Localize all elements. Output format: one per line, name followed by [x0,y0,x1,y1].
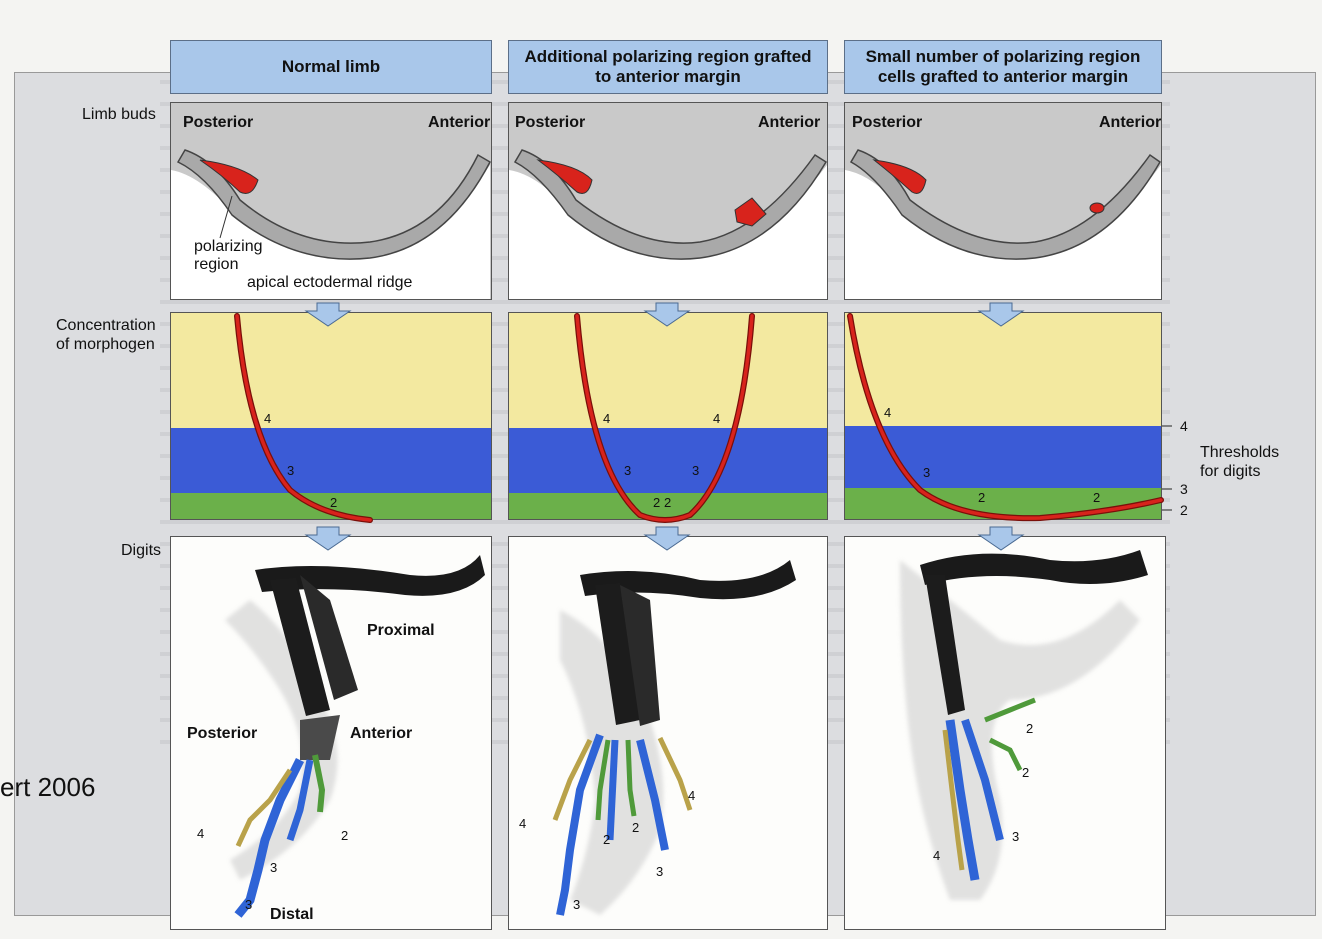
curve-label: 4 [603,411,610,426]
digit-label: 2 [341,828,348,843]
curve-label: 4 [713,411,720,426]
limb-bud-small [845,150,1161,299]
citation-label: ert 2006 [0,772,95,802]
digit-label: 2 [632,820,639,835]
curve-label: 2 [1093,490,1100,505]
apical-ridge-label: apical ectodermal ridge [247,274,412,292]
threshold-tick: 2 [1180,502,1188,518]
anterior-label-col3: Anterior [1099,114,1161,132]
posterior-label-col3: Posterior [852,114,922,132]
curve-label: 3 [692,463,699,478]
curve-label: 2 [653,495,660,510]
morphogen-curve-small [850,316,1161,518]
proximal-label: Proximal [367,622,435,640]
digit-label: 3 [1012,829,1019,844]
down-arrow-icon [979,303,1023,326]
polarizing-region-label: polarizing region [194,238,274,274]
curve-label: 3 [624,463,631,478]
digit-label: 2 [1022,765,1029,780]
curve-label: 2 [330,495,337,510]
digit-label: 4 [519,816,526,831]
anterior-label-col1: Anterior [428,114,490,132]
digit-label: 2 [1026,721,1033,736]
curve-label: 2 [664,495,671,510]
digit-label: 4 [197,826,204,841]
distal-label: Distal [270,906,314,924]
limb-bud-additional [509,150,827,299]
digit-label: 3 [573,897,580,912]
threshold-tick: 4 [1180,418,1188,434]
anterior-label-digits: Anterior [350,725,412,743]
down-arrow-icon [306,527,350,550]
posterior-label-col2: Posterior [515,114,585,132]
posterior-label-digits: Posterior [187,725,257,743]
digit-label: 3 [656,864,663,879]
anterior-label-col2: Anterior [758,114,820,132]
digit-label: 4 [933,848,940,863]
digit-label: 3 [245,897,252,912]
digit-label: 4 [688,788,695,803]
down-arrow-icon [645,303,689,326]
down-arrow-icon [979,527,1023,550]
threshold-tick: 3 [1180,481,1188,497]
posterior-label-col1: Posterior [183,114,253,132]
digit-label: 3 [270,860,277,875]
digit-label: 2 [603,832,610,847]
curve-label: 3 [287,463,294,478]
curve-label: 3 [923,465,930,480]
curve-label: 2 [978,490,985,505]
down-arrow-icon [645,527,689,550]
down-arrow-icon [306,303,350,326]
curve-label: 4 [884,405,891,420]
skeleton-additional [555,560,796,915]
curve-label: 4 [264,411,271,426]
